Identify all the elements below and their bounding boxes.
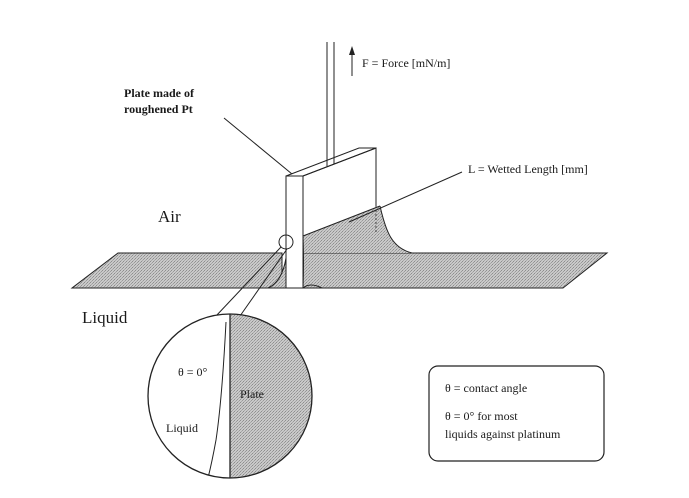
contact-point-marker — [278, 234, 294, 250]
liquid-label: Liquid — [82, 308, 128, 327]
legend-line3: liquids against platinum — [445, 427, 561, 441]
plate-top — [285, 147, 377, 177]
zoom-plate-label: Plate — [240, 387, 264, 401]
meniscus-right-outline — [379, 205, 413, 254]
liquid-surface-right — [302, 252, 609, 289]
zoom-detail — [148, 314, 312, 478]
legend-line1: θ = contact angle — [445, 381, 527, 395]
plate-label-leader — [223, 117, 293, 175]
zoom-liquid-label: Liquid — [166, 421, 198, 435]
air-label: Air — [158, 207, 181, 226]
zoom-liquid-meniscus — [207, 321, 227, 478]
force-label: F = Force [mN/m] — [362, 56, 450, 70]
wetted-length-label: L = Wetted Length [mm] — [468, 162, 588, 176]
liquid-surface-left — [70, 252, 283, 289]
force-arrow-head — [349, 46, 355, 55]
plate-label-line2: roughened Pt — [124, 102, 193, 116]
zoom-theta-label: θ = 0° — [178, 365, 208, 379]
wetted-length-leader — [348, 171, 463, 223]
plate-side-face — [285, 175, 304, 289]
legend-box — [428, 365, 605, 462]
wetted-length-edge — [302, 205, 381, 237]
legend-line2: θ = 0° for most — [445, 409, 518, 423]
zoom-leader-right — [239, 248, 288, 317]
meniscus-base-right — [302, 284, 323, 289]
plate-label-line1: Plate made of — [124, 86, 195, 100]
meniscus-right — [303, 206, 412, 253]
zoom-circle — [147, 313, 313, 479]
zoom-leader-left — [215, 246, 282, 317]
